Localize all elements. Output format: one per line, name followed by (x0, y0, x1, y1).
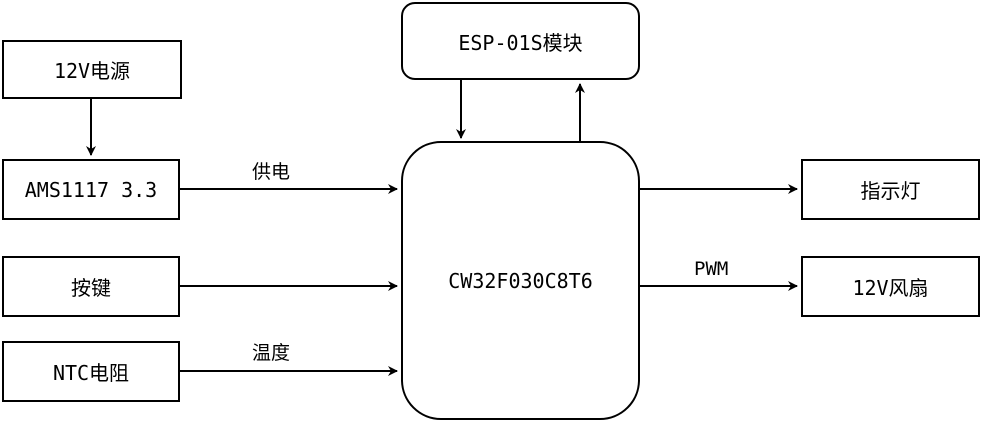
edge-label-supply: 供电 (252, 161, 291, 183)
edge-label-pwm: PWM (694, 258, 729, 280)
node-regulator: AMS1117 3.3 (2, 159, 180, 220)
node-fan: 12V风扇 (801, 256, 980, 317)
node-wifi-module: ESP-01S模块 (401, 2, 640, 80)
node-power-supply: 12V电源 (2, 40, 182, 99)
node-indicator: 指示灯 (801, 159, 980, 220)
node-ntc: NTC电阻 (2, 341, 180, 402)
edge-label-temperature: 温度 (252, 342, 291, 364)
node-button: 按键 (2, 256, 180, 317)
node-mcu: CW32F030C8T6 (401, 141, 640, 420)
